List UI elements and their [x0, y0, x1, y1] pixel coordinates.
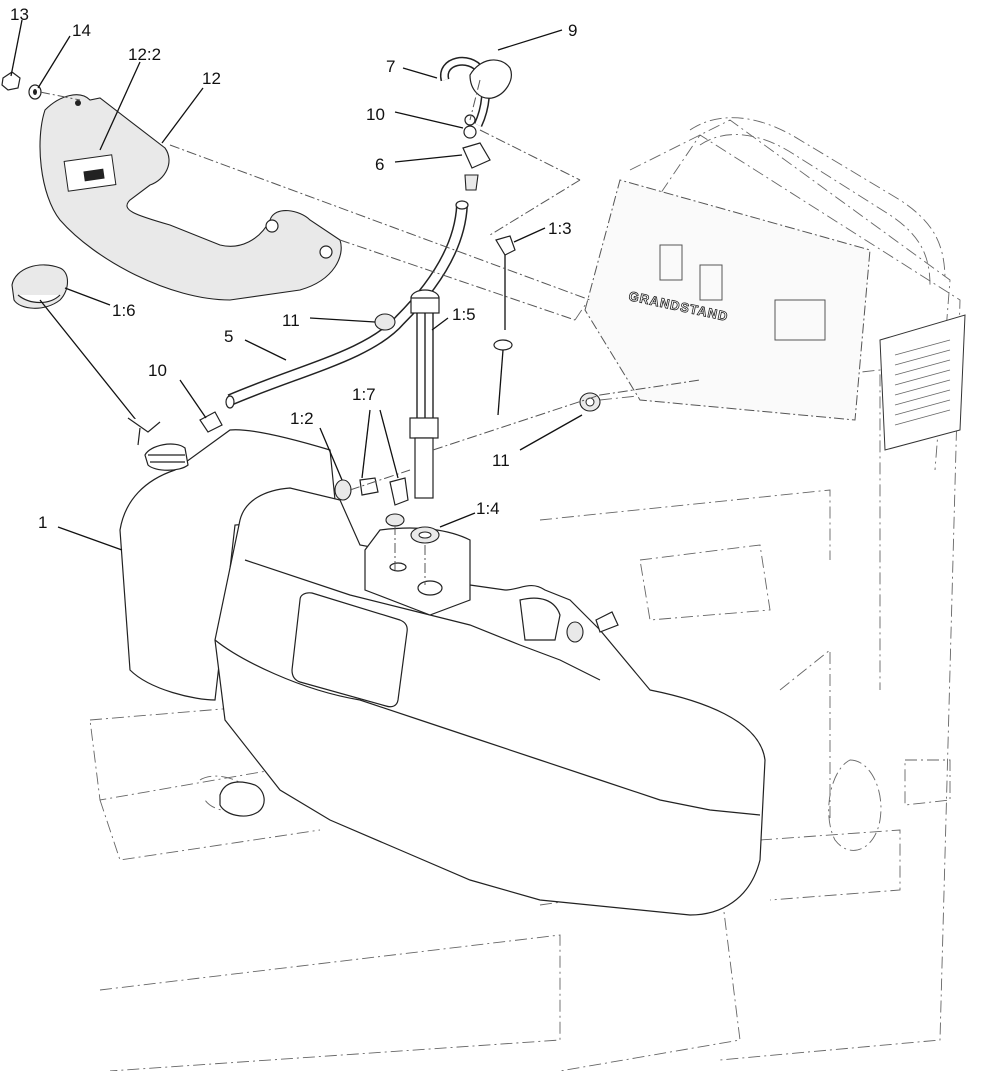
callout-11-panel: 11 — [492, 451, 510, 470]
callout-12: 12 — [202, 69, 221, 88]
callout-labels: 13 14 12:2 12 9 7 10 6 1:3 1:6 11 1:5 5 … — [10, 5, 577, 532]
grommet-1-4 — [410, 526, 440, 544]
side-fittings — [566, 611, 619, 643]
callout-1-2: 1:2 — [290, 409, 314, 428]
callout-9: 9 — [568, 21, 577, 40]
control-panel: GRANDSTAND — [584, 179, 966, 451]
callout-6: 6 — [375, 155, 384, 174]
callout-5: 5 — [224, 327, 233, 346]
vent-hose — [440, 56, 512, 191]
grommet-11-panel — [579, 392, 601, 412]
heat-shield — [39, 94, 342, 301]
fitting-1-3 — [493, 235, 516, 416]
callout-1-6: 1:6 — [112, 301, 136, 320]
callout-1-5: 1:5 — [452, 305, 476, 324]
fuel-hose — [199, 200, 469, 433]
fuel-tank — [119, 429, 766, 916]
fitting-1-7 — [359, 477, 409, 527]
callout-7: 7 — [386, 57, 395, 76]
callout-1-7: 1:7 — [352, 385, 376, 404]
fuel-sender — [409, 289, 440, 499]
callout-10-bottom: 10 — [148, 361, 167, 380]
callout-12-2: 12:2 — [128, 45, 161, 64]
assembly-lines — [39, 79, 701, 585]
callout-1: 1 — [38, 513, 47, 532]
callout-10-top: 10 — [366, 105, 385, 124]
callout-13: 13 — [10, 5, 29, 24]
callout-1-3: 1:3 — [548, 219, 572, 238]
callout-1-4: 1:4 — [476, 499, 500, 518]
fitting-1-2 — [334, 479, 352, 501]
washer-14 — [28, 84, 42, 100]
leader-lines — [10, 19, 583, 551]
roll-bar-phantom — [689, 117, 946, 286]
fuel-cap — [11, 264, 161, 446]
callout-14: 14 — [72, 21, 91, 40]
callout-11-hose: 11 — [282, 311, 300, 330]
